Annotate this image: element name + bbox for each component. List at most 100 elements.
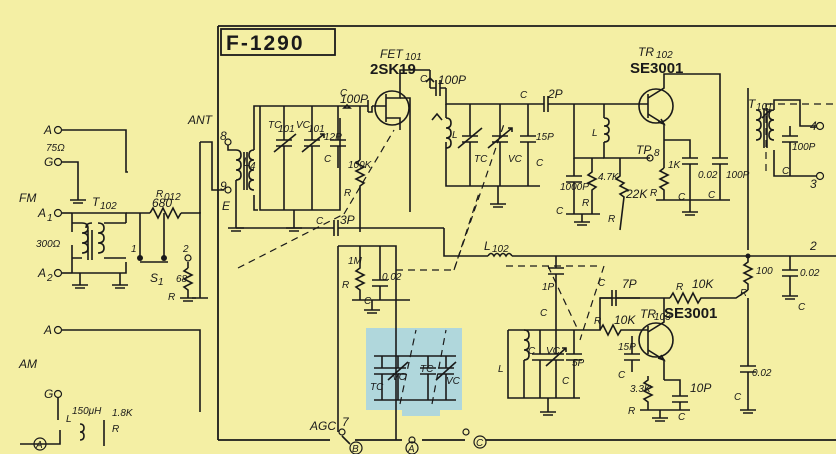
input-a2-sub: 2 xyxy=(46,273,53,284)
input-a-75: A xyxy=(43,123,52,137)
ohm-300-label: 300Ω xyxy=(36,239,61,250)
c107-value: 2P xyxy=(547,87,563,101)
input-g-am: G xyxy=(44,387,53,401)
c118-label: C xyxy=(618,370,626,381)
c116-label: C xyxy=(562,376,570,387)
agc-label: AGC xyxy=(309,419,336,433)
model-label-box xyxy=(220,28,336,56)
vc101-label: VC xyxy=(296,120,311,131)
r111-value: 10K xyxy=(692,277,714,291)
r107-value: 1K xyxy=(668,160,682,171)
tc104-label: TC xyxy=(370,382,384,393)
e-label: E xyxy=(222,199,231,213)
input-a2: A xyxy=(37,266,46,280)
l101-label: L xyxy=(592,128,598,139)
lr-label: L xyxy=(452,130,458,141)
r109-label: R xyxy=(594,316,601,327)
tc102-label: TC xyxy=(474,154,488,165)
r106-label: R xyxy=(608,214,615,225)
r106-value: 22K xyxy=(625,187,648,201)
fet-name: FET xyxy=(380,47,404,61)
r109-value: 10K xyxy=(614,313,636,327)
rf-tuned-circuit xyxy=(259,103,360,232)
r102-label: R xyxy=(342,280,349,291)
c115-value: 1P xyxy=(542,282,555,293)
c105-label: C xyxy=(420,74,428,85)
c101-label: C xyxy=(324,154,332,165)
c117-value: 7P xyxy=(622,277,637,291)
c106-label: C xyxy=(536,158,544,169)
r011-label: R xyxy=(112,424,119,435)
r110-value: 3.3K xyxy=(630,384,652,395)
c121-value: 0.02 xyxy=(800,268,820,279)
r013-label: R xyxy=(168,292,175,303)
vc104-label: VC xyxy=(392,372,407,383)
c116-value: 5P xyxy=(572,358,585,369)
tr103-part: SE3001 xyxy=(664,305,717,322)
c102-value: 100P xyxy=(340,92,368,106)
tuner-board-outline xyxy=(217,25,836,441)
r111-label: R xyxy=(676,282,683,293)
t101-sub: 101 xyxy=(756,102,773,113)
pin-8: 8 xyxy=(220,129,227,143)
oscillator-section xyxy=(506,256,756,422)
c105 xyxy=(425,70,446,96)
tr103-name: TR xyxy=(640,307,656,321)
c101-value: 12P xyxy=(324,132,342,143)
output-pin-2: 2 xyxy=(809,239,817,253)
c103b-label: C xyxy=(528,346,536,357)
r012-switch-section xyxy=(126,141,224,302)
c118-value: 15P xyxy=(618,342,636,353)
c107-label: C xyxy=(520,90,528,101)
tr102-emitter-network xyxy=(656,96,730,216)
vc103-label: VC xyxy=(546,346,561,357)
terminal-c: C xyxy=(476,438,484,449)
l301-label: L xyxy=(66,414,72,425)
tr102-sub: 102 xyxy=(656,50,673,61)
r012-label: R xyxy=(156,189,163,200)
input-a1: A xyxy=(37,206,46,220)
tr102-name: TR xyxy=(638,45,654,59)
oscillator-bias-network xyxy=(566,104,654,231)
c108-value: 0.02 xyxy=(752,368,772,379)
l301-value: 150μH xyxy=(72,406,102,417)
interstage-tuned-circuit xyxy=(431,88,540,208)
r012-value: 680 xyxy=(152,196,172,210)
input-g: G xyxy=(44,155,53,169)
l6-label: L xyxy=(498,364,504,375)
am-label: AM xyxy=(18,357,37,371)
c110-label: C xyxy=(678,192,686,203)
c115-label: C xyxy=(540,308,548,319)
r105-value: 4.7K xyxy=(598,172,620,183)
tp-sub: 8 xyxy=(654,148,660,159)
c103-value: 3P xyxy=(340,213,355,227)
tp-label: TP xyxy=(636,143,651,157)
c117-label: C xyxy=(598,278,606,289)
r101-value: 100K xyxy=(348,160,373,171)
tr103-sub: 103 xyxy=(654,312,671,323)
pin-9: 9 xyxy=(220,179,227,193)
tc105-label: TC xyxy=(420,364,434,375)
tc101-label: TC xyxy=(268,120,282,131)
tr102-part: SE3001 xyxy=(630,60,683,77)
c107 xyxy=(540,96,630,112)
r107-label: R xyxy=(650,188,657,199)
input-a-am: A xyxy=(43,323,52,337)
c111-value: 100P xyxy=(726,170,750,181)
vc102-label: VC xyxy=(508,154,523,165)
c120-label: C xyxy=(782,166,790,177)
output-pin-4: 4 xyxy=(810,119,817,133)
vc101-sub: 101 xyxy=(308,124,325,135)
l4-label: L xyxy=(243,155,250,169)
s1-sub: 1 xyxy=(158,277,164,288)
fet-101 xyxy=(359,69,430,212)
c110-value: 0.02 xyxy=(698,170,718,181)
r102-value: 1M xyxy=(348,256,363,267)
s1-label: S xyxy=(150,271,158,285)
switch-pos-1: 1 xyxy=(131,244,137,255)
c106-value: 15P xyxy=(536,132,554,143)
r112-value: 100 xyxy=(756,266,773,277)
am-tuning-capacitors xyxy=(374,329,457,405)
r011-value: 1.8K xyxy=(112,408,134,419)
l102-sub: 102 xyxy=(492,244,509,255)
